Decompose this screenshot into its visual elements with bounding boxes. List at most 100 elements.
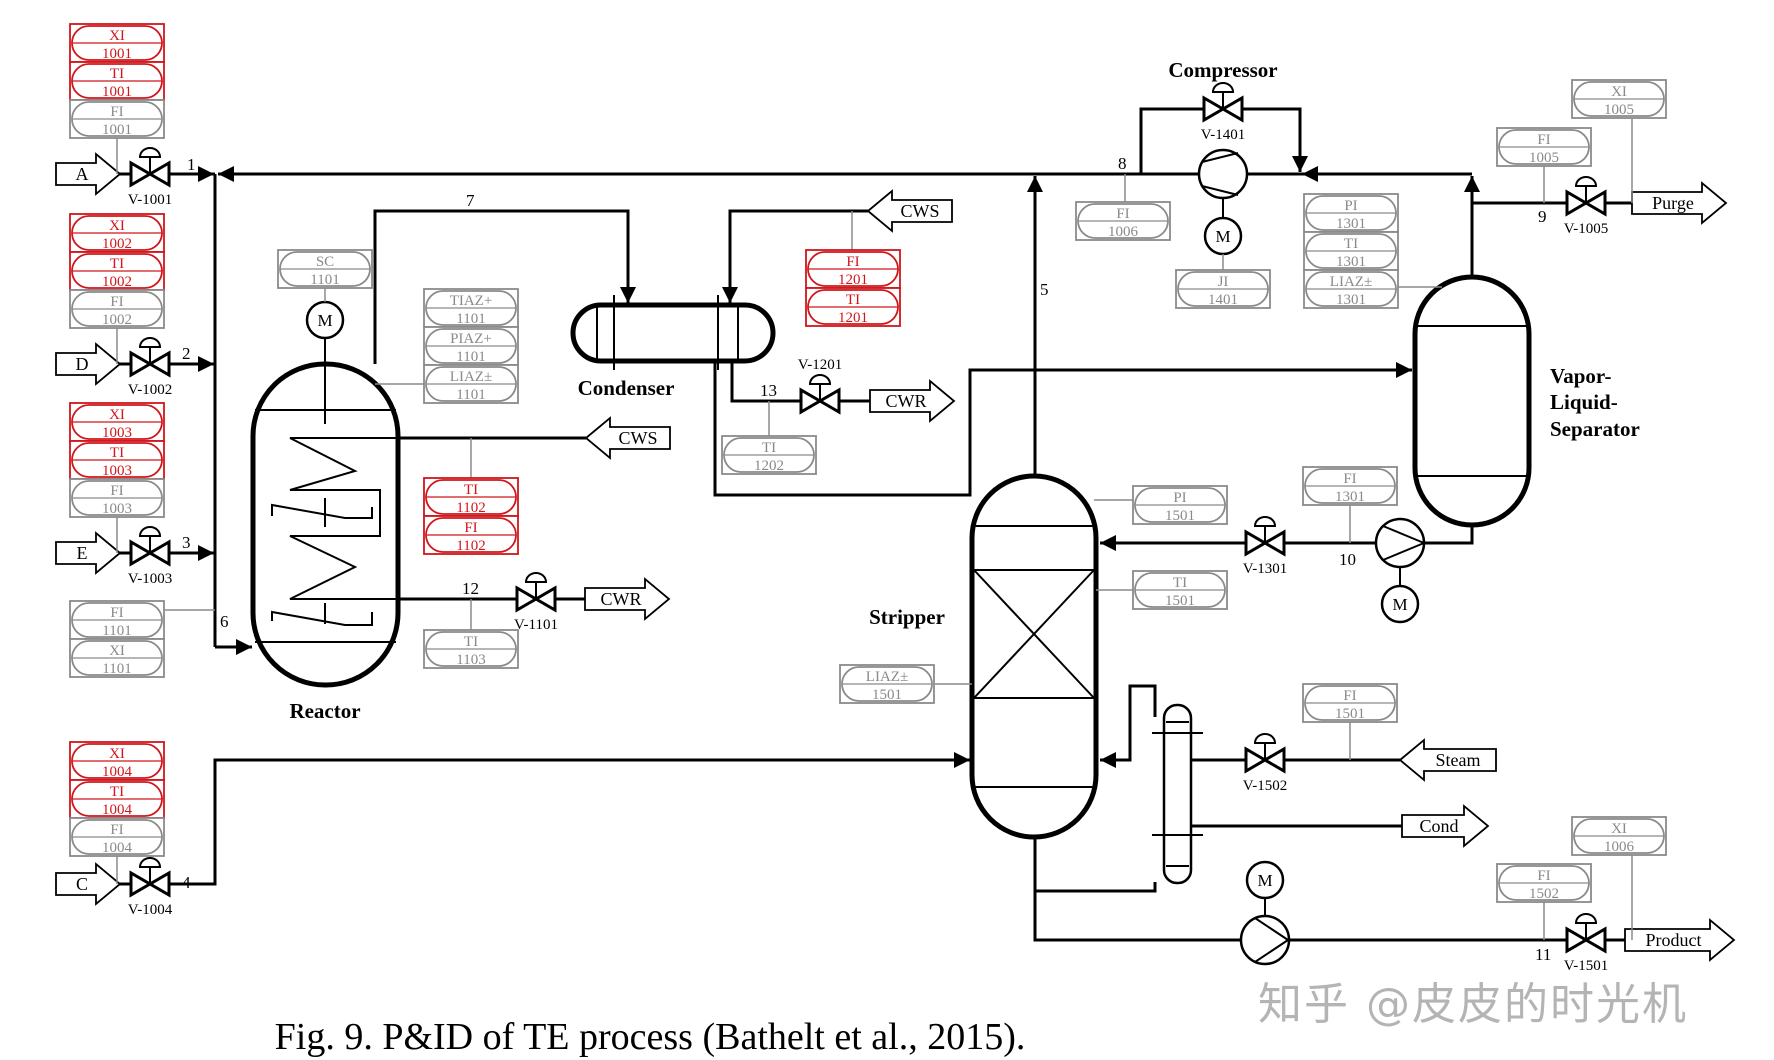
instrument-number: 1103 — [456, 652, 485, 668]
instrument-number: 1101 — [456, 349, 485, 365]
valve-v1004[interactable]: V-1004 — [128, 857, 173, 918]
instrument-number: 1201 — [838, 272, 868, 288]
stripper[interactable]: Stripper — [869, 473, 1099, 840]
instrument-tag: XI — [109, 746, 125, 762]
feed-d-terminal: D — [55, 342, 122, 386]
instrument-tag: SC — [316, 254, 334, 270]
instrument-number: 1001 — [102, 46, 132, 62]
actuator-icon — [808, 374, 832, 385]
stream-number-8: 8 — [1118, 154, 1127, 173]
valve-label: V-1501 — [1564, 958, 1608, 974]
instrument-piaz1101[interactable]: PIAZ+1101 — [423, 326, 519, 366]
instrument-liaz1301[interactable]: LIAZ±1301 — [1303, 269, 1399, 309]
terminal-label: CWS — [900, 201, 939, 221]
actuator-icon — [1574, 176, 1598, 187]
valve-v1003[interactable]: V-1003 — [128, 526, 172, 587]
terminal-label: CWS — [618, 428, 657, 448]
condenser[interactable]: Condenser — [570, 295, 776, 400]
valve-v1501[interactable]: V-1501 — [1564, 913, 1608, 974]
reactor-agitator-motor[interactable]: M — [305, 300, 345, 340]
actuator-icon — [1253, 733, 1277, 744]
valve-v1201[interactable]: V-1201 — [798, 357, 842, 415]
reactor[interactable]: Reactor — [250, 330, 401, 723]
separator-liquid-line — [1425, 525, 1474, 545]
stream-numbers: 1 2 3 4 5 6 7 8 9 10 11 12 13 — [182, 154, 1551, 964]
terminal-label: C — [76, 874, 88, 894]
valve-v1002[interactable]: V-1002 — [128, 337, 172, 398]
instrument-liaz1501[interactable]: LIAZ±1501 — [839, 664, 935, 704]
valve-v1401[interactable]: V-1401 — [1201, 82, 1245, 143]
stream-number-2: 2 — [182, 344, 191, 363]
instrument-liaz1101[interactable]: LIAZ±1101 — [423, 364, 519, 404]
product-pump[interactable]: M — [1239, 860, 1291, 966]
instrument-tag: LIAZ± — [450, 369, 492, 385]
instrument-tag: PI — [1173, 490, 1186, 506]
instrument-number: 1002 — [102, 236, 132, 252]
instrument-number: 1005 — [1529, 150, 1559, 166]
valve-v1101[interactable]: V-1101 — [514, 572, 558, 633]
valve-v1301[interactable]: V-1301 — [1243, 516, 1287, 577]
compressor-label: Compressor — [1168, 58, 1277, 82]
instrument-number: 1101 — [456, 311, 485, 327]
purge-terminal: Purge — [1631, 181, 1728, 225]
instrument-tag: XI — [1611, 821, 1627, 837]
instrument-tiaz1101[interactable]: TIAZ+1101 — [423, 288, 519, 328]
instrument-tag: PI — [1344, 198, 1357, 214]
instrument-tag: TI — [110, 66, 124, 82]
instrument-number: 1301 — [1336, 254, 1366, 270]
vapor-liquid-separator[interactable]: Vapor- Liquid- Separator — [1412, 274, 1640, 528]
reactor-cwr-terminal: CWR — [584, 577, 671, 621]
compressor[interactable]: M Compressor — [1168, 58, 1278, 256]
reboiler[interactable] — [1152, 703, 1203, 885]
valve-label: V-1005 — [1564, 221, 1608, 237]
valve-v1502[interactable]: V-1502 — [1243, 733, 1287, 794]
valve-v1005[interactable]: V-1005 — [1564, 176, 1608, 237]
valve-v1001[interactable]: V-1001 — [128, 147, 172, 208]
stripper-label: Stripper — [869, 605, 945, 629]
instrument-number: 1201 — [838, 310, 868, 326]
instrument-tag: FI — [1343, 471, 1356, 487]
terminal-label: D — [76, 354, 89, 374]
reactor-cws-terminal: CWS — [584, 416, 671, 460]
condenser-cwr-terminal: CWR — [869, 379, 956, 423]
separator-label-3: Separator — [1550, 417, 1640, 441]
valve-label: V-1301 — [1243, 561, 1287, 577]
instrument-number: 1005 — [1604, 102, 1634, 118]
separator-pump[interactable]: M — [1374, 517, 1426, 624]
